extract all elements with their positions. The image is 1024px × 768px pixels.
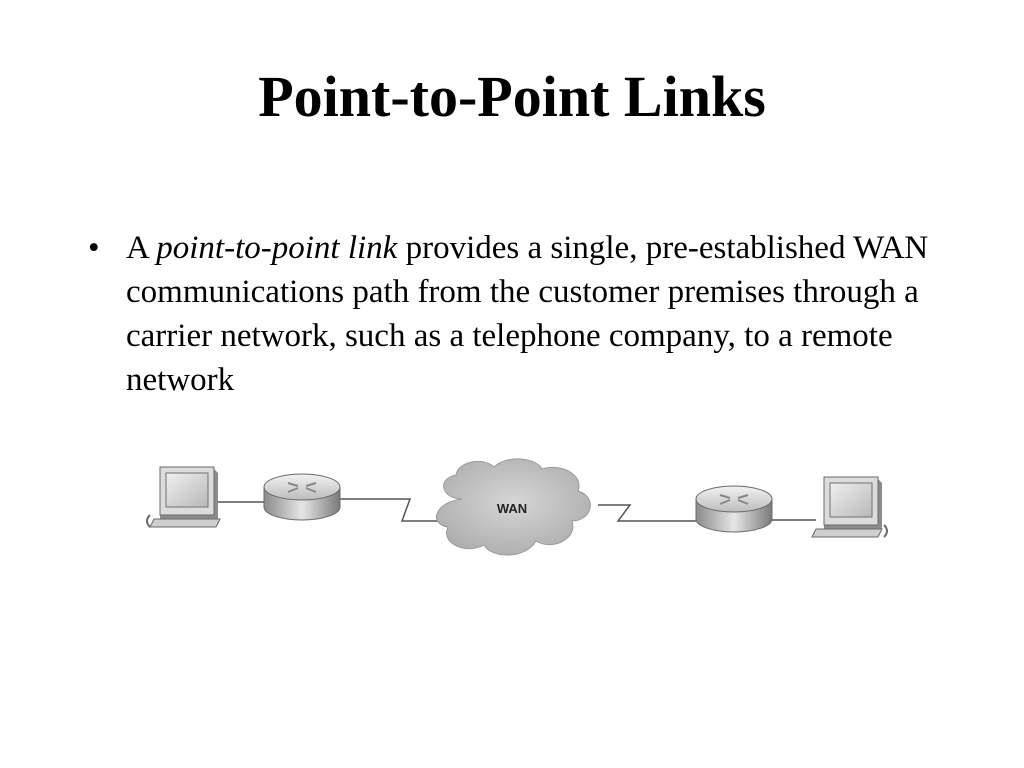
network-diagram: WAN: [146, 458, 888, 556]
bullet-marker: •: [88, 230, 100, 266]
bullet-item: • A point-to-point link provides a singl…: [88, 226, 948, 402]
serial-link-left: [340, 498, 442, 522]
router-icon: [263, 473, 341, 521]
bullet-lead-text: A: [126, 230, 157, 266]
computer-icon: [146, 466, 221, 528]
computer-icon: [811, 476, 888, 538]
bullet-body-text: provides a single, pre-established WAN c…: [126, 230, 929, 398]
serial-link-right: [598, 504, 696, 522]
router-icon: [695, 485, 773, 533]
connection-lines: [218, 498, 816, 522]
bullet-term: point-to-point link: [156, 230, 398, 266]
wan-cloud-label: WAN: [497, 501, 527, 516]
slide-title: Point-to-Point Links: [258, 64, 766, 129]
wan-cloud-icon: WAN: [436, 458, 591, 556]
bullet-list: • A point-to-point link provides a singl…: [88, 226, 948, 402]
